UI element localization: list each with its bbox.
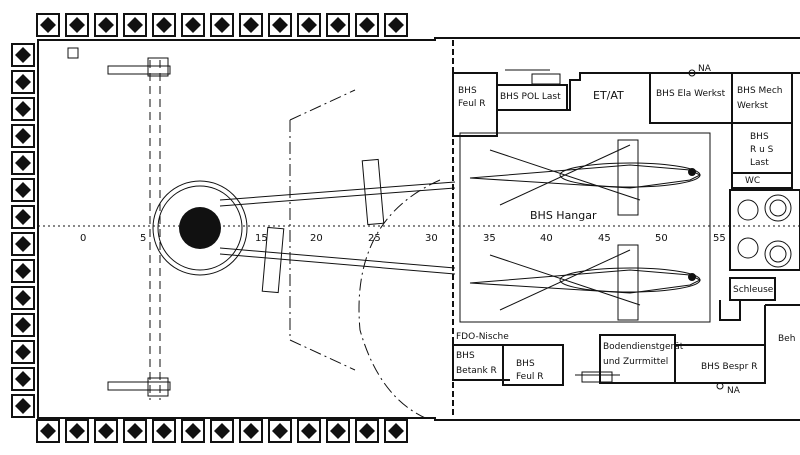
scale-55: 55 (713, 233, 726, 244)
scale-25: 25 (368, 233, 381, 244)
tiedown-bottom (107, 377, 171, 397)
net-frame (152, 419, 176, 443)
net-frame (65, 419, 89, 443)
scale-ruler: 0 5 15 20 25 30 35 40 45 50 55 (80, 233, 726, 244)
net-frame (11, 178, 35, 202)
net-frame (355, 13, 379, 37)
room-feul-r-top-line1: BHS (458, 86, 477, 96)
scale-40: 40 (540, 233, 553, 244)
room-hangar: BHS Hangar (530, 209, 597, 222)
net-frame (297, 13, 321, 37)
net-frame (181, 419, 205, 443)
net-frame (11, 367, 35, 391)
scale-50: 50 (655, 233, 668, 244)
scale-45: 45 (598, 233, 611, 244)
room-feul-r-bottom-line1: BHS (516, 359, 535, 369)
net-frame (11, 394, 35, 418)
net-frame (11, 70, 35, 94)
net-frame (326, 419, 350, 443)
scale-0: 0 (80, 233, 86, 244)
deck-outline (37, 37, 800, 421)
net-frame (384, 13, 408, 37)
room-betank-r-line2: Betank R (456, 366, 497, 376)
net-frame (11, 232, 35, 256)
net-frame (11, 340, 35, 364)
landing-circle (152, 180, 248, 276)
net-frame (268, 13, 292, 37)
hangar-outline (459, 132, 711, 323)
room-mech-werkst-line2: Werkst (737, 101, 769, 111)
room-pol-last: BHS POL Last (500, 92, 561, 102)
landing-markings (67, 47, 441, 421)
label-na-top: NA (698, 64, 712, 74)
net-frame (11, 151, 35, 175)
room-et-at: ET/AT (593, 89, 624, 102)
net-frame (11, 97, 35, 121)
helicopter-lower (469, 244, 702, 321)
room-beh: Beh (778, 334, 795, 344)
safety-net-left (11, 43, 35, 418)
room-bodendienst-line1: Bodendienstgerät (603, 342, 684, 352)
net-frame (36, 13, 60, 37)
net-frame (36, 419, 60, 443)
room-labels: BHS Feul R BHS POL Last ET/AT BHS Ela We… (456, 64, 795, 396)
net-frame (210, 13, 234, 37)
room-rus-last-line3: Last (750, 158, 769, 168)
net-frame (239, 13, 263, 37)
helicopter-upper (469, 139, 702, 216)
room-wc: WC (745, 176, 760, 186)
safety-net-top (36, 13, 408, 37)
scale-35: 35 (483, 233, 496, 244)
scale-20: 20 (310, 233, 323, 244)
net-frame (11, 286, 35, 310)
net-frame (11, 313, 35, 337)
scale-30: 30 (425, 233, 438, 244)
net-frame (123, 419, 147, 443)
traverse-rails (219, 158, 456, 294)
room-ela-werkst: BHS Ela Werkst (656, 89, 726, 99)
room-rus-last-line1: BHS (750, 132, 769, 142)
room-schleuse: Schleuse (733, 285, 774, 295)
room-bespr-r: BHS Bespr R (701, 362, 757, 372)
grid-center (179, 207, 221, 249)
net-frame (326, 13, 350, 37)
room-fdo-nische: FDO-Nische (456, 332, 509, 342)
room-rus-last-line2: R u S (750, 145, 774, 155)
label-na-bottom: NA (727, 386, 741, 396)
net-frame (384, 419, 408, 443)
room-bodendienst-line2: und Zurrmittel (603, 357, 668, 367)
net-frame (94, 419, 118, 443)
room-feul-r-top-line2: Feul R (458, 99, 486, 109)
net-frame (11, 259, 35, 283)
net-frame (268, 419, 292, 443)
room-mech-werkst-line1: BHS Mech (737, 86, 782, 96)
net-frame (11, 124, 35, 148)
net-frame (123, 13, 147, 37)
net-frame (152, 13, 176, 37)
net-frame (210, 419, 234, 443)
net-frame (355, 419, 379, 443)
net-frame (11, 205, 35, 229)
tiedown-top (107, 57, 171, 77)
scale-5: 5 (140, 233, 146, 244)
net-frame (181, 13, 205, 37)
net-frame (11, 43, 35, 67)
net-frame (297, 419, 321, 443)
net-frame (239, 419, 263, 443)
superstructure-walls (452, 40, 800, 418)
net-frame (94, 13, 118, 37)
scale-15: 15 (255, 233, 268, 244)
room-feul-r-bottom-line2: Feul R (516, 372, 544, 382)
machinery (737, 194, 792, 268)
net-frame (65, 13, 89, 37)
stairs (531, 73, 613, 383)
room-betank-r-line1: BHS (456, 351, 475, 361)
safety-net-bottom (36, 419, 408, 443)
